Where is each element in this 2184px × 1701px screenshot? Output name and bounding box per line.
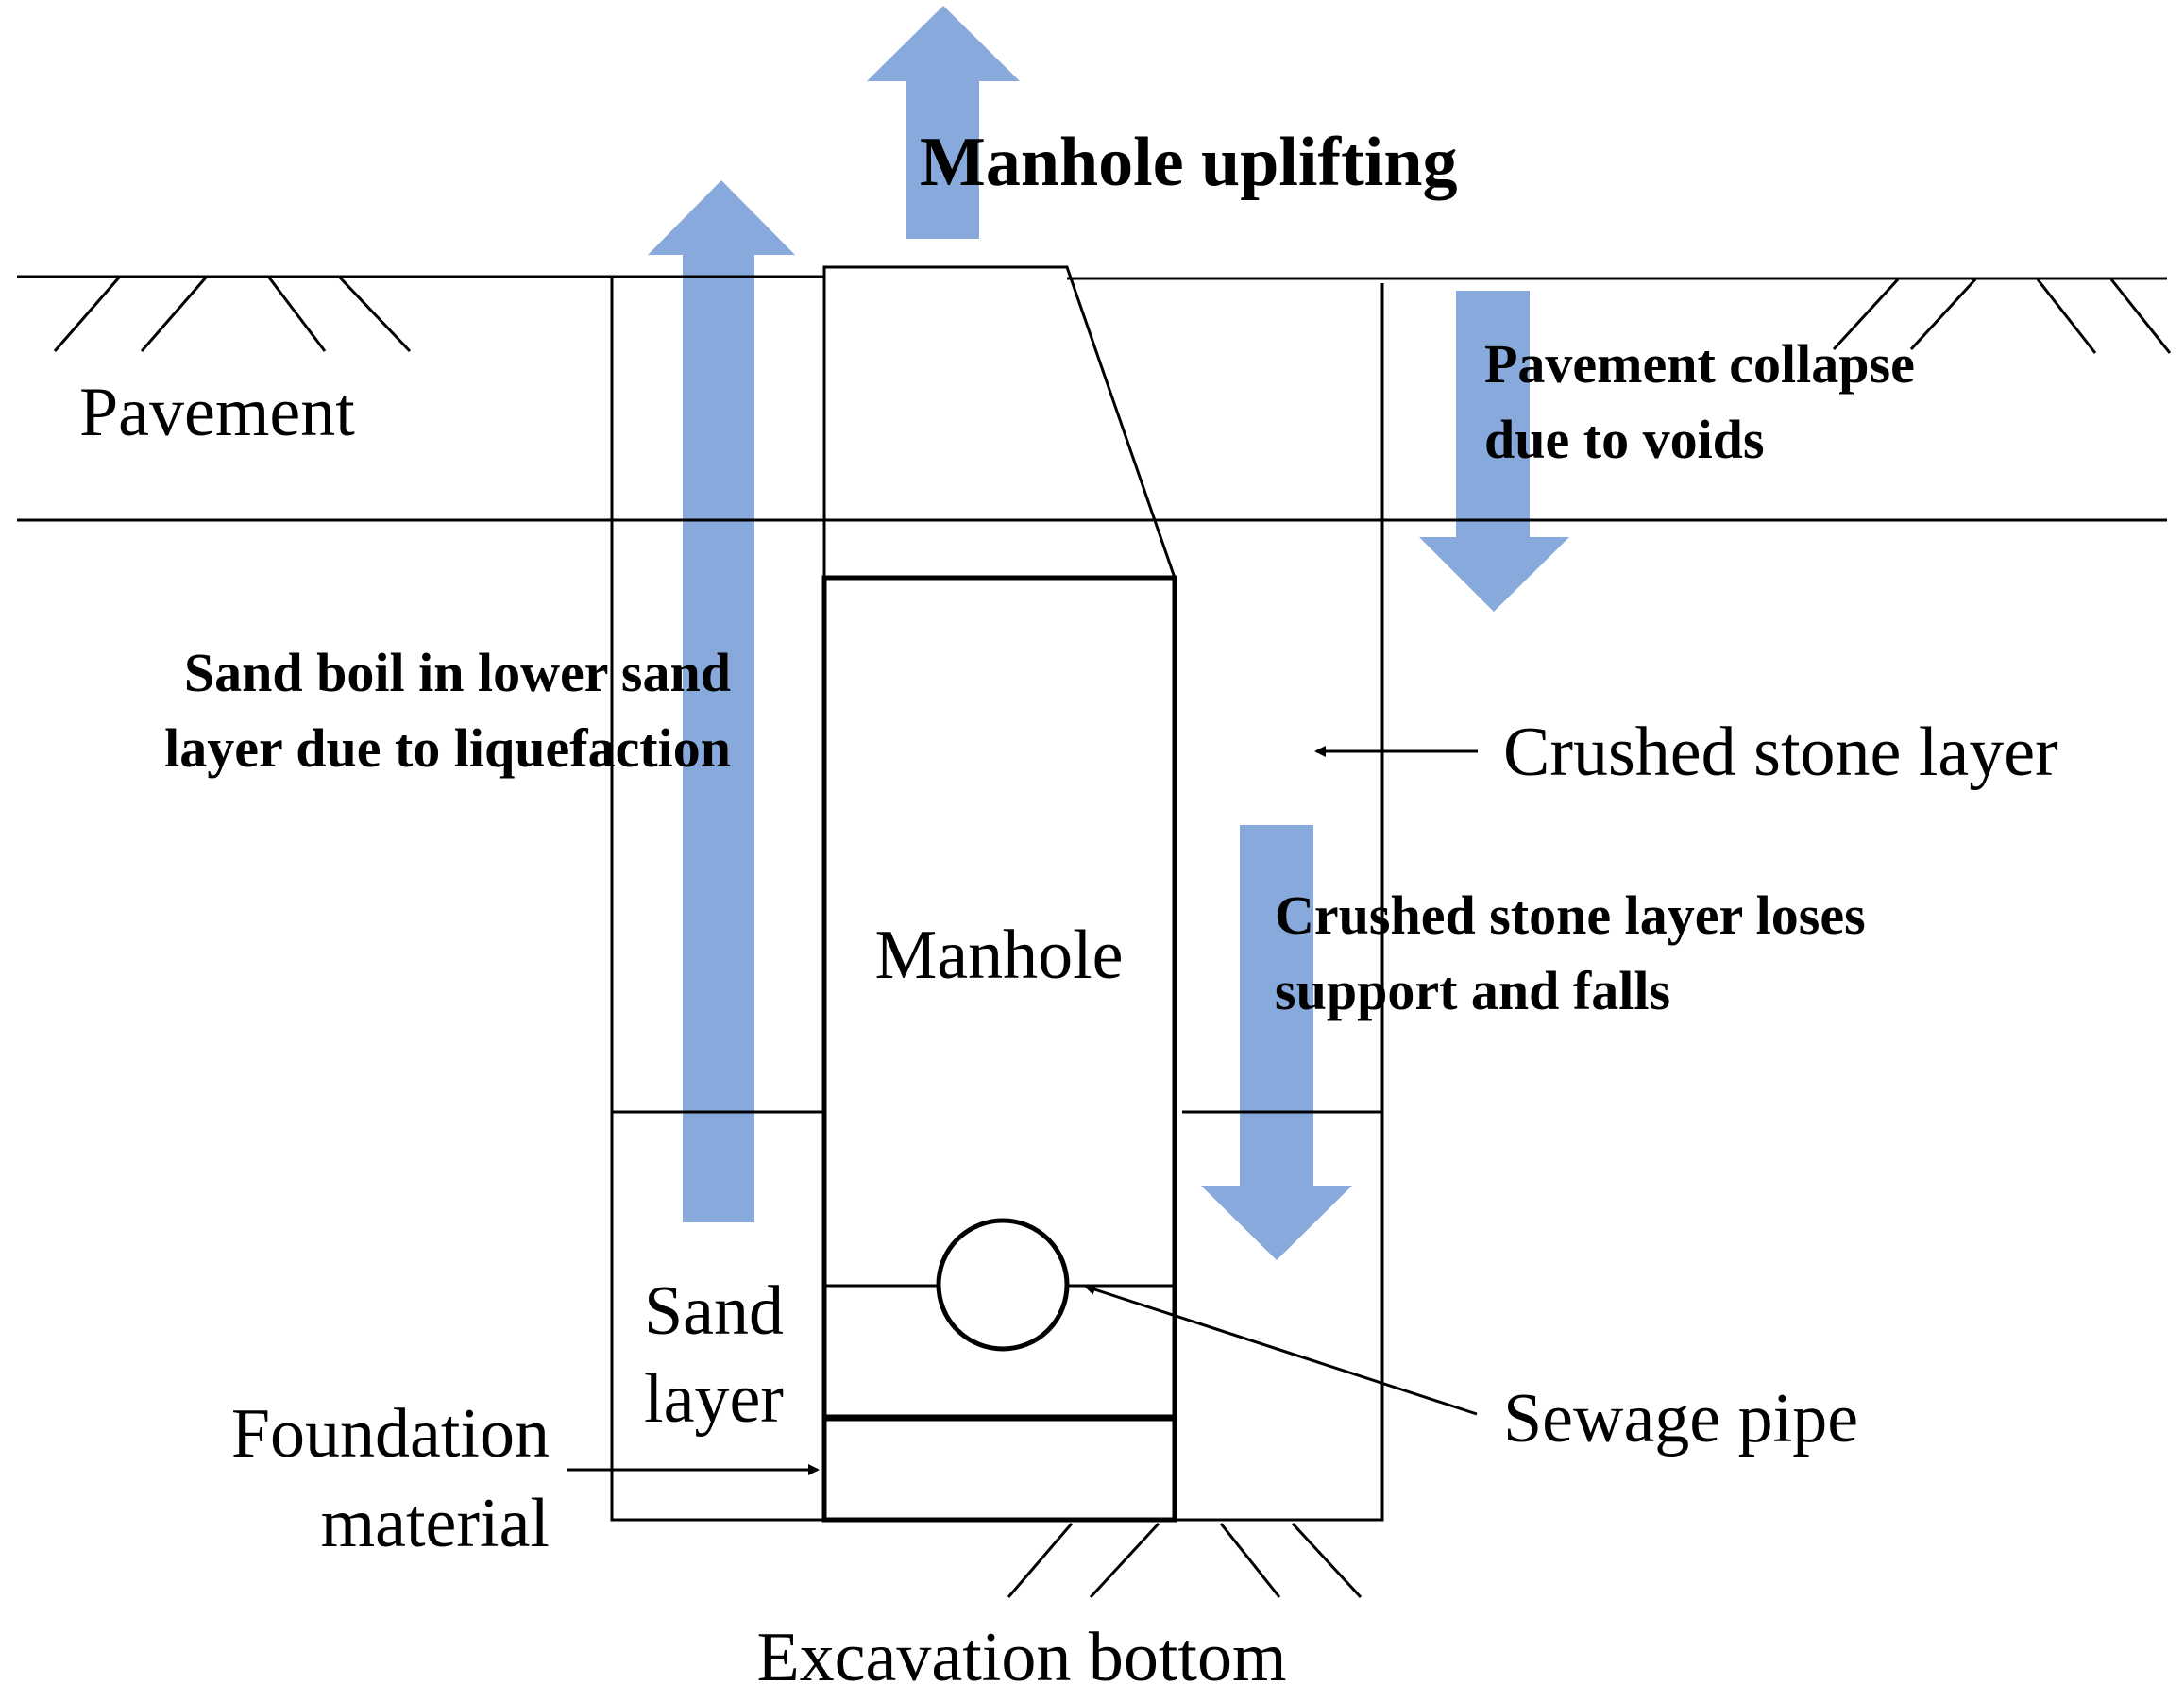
hatch-right-3 xyxy=(2036,278,2097,354)
manhole-label: Manhole xyxy=(874,917,1123,994)
hatch-right-1 xyxy=(1832,278,1900,351)
manhole-body xyxy=(821,575,1177,1523)
structure-lines xyxy=(17,265,2172,1599)
labels: Manhole uplifting Pavement Pavement coll… xyxy=(79,124,2058,1696)
manhole-uplift-arrow xyxy=(867,6,1020,239)
crushed-stone-loses-label-line1: Crushed stone layer loses xyxy=(1275,884,1866,946)
sand-boil-label-line2: layer due to liquefaction xyxy=(164,717,731,779)
pavement-collapse-arrow xyxy=(1419,291,1569,612)
sand-layer-label-line2: layer xyxy=(644,1360,784,1438)
hatch-left-1 xyxy=(53,277,121,352)
sand-boil-label-line1: Sand boil in lower sand xyxy=(184,642,731,703)
foundation-material-label-line1: Foundation xyxy=(231,1395,550,1473)
manhole-uplifting-label: Manhole uplifting xyxy=(920,124,1458,201)
pavement-collapse-label-line1: Pavement collapse xyxy=(1484,333,1915,395)
crushed-stone-layer-label: Crushed stone layer xyxy=(1503,714,2058,791)
hatch-left-4 xyxy=(338,276,412,353)
manhole-box xyxy=(821,575,1177,1523)
blue-arrows xyxy=(648,6,1569,1260)
pavement-label: Pavement xyxy=(79,374,355,451)
excavation-bottom-label: Excavation bottom xyxy=(756,1619,1286,1696)
hatch-bottom-2 xyxy=(1089,1522,1160,1599)
hatch-bottom-1 xyxy=(1007,1523,1074,1598)
hatch-left-3 xyxy=(267,277,327,352)
leader-arrows xyxy=(567,746,1478,1475)
manhole-neck xyxy=(822,265,1177,579)
crushed-stone-loses-label-line2: support and falls xyxy=(1275,960,1670,1021)
hatch-left-2 xyxy=(140,277,208,352)
hatch-right-4 xyxy=(2109,278,2172,354)
sewage-pipe-circle xyxy=(936,1218,1070,1352)
sand-boil-arrow xyxy=(648,180,795,1222)
sewage-pipe-label: Sewage pipe xyxy=(1503,1380,1858,1457)
foundation-material-label-line2: material xyxy=(321,1485,550,1562)
hatch-bottom-3 xyxy=(1219,1523,1281,1598)
crushed-stone-fall-arrow xyxy=(1201,825,1352,1260)
hatch-right-2 xyxy=(1909,278,1977,351)
sewage-pipe-pointer xyxy=(1084,1284,1478,1416)
hatch-bottom-4 xyxy=(1291,1522,1363,1599)
pavement-collapse-label-line2: due to voids xyxy=(1484,409,1765,470)
sand-layer-label-line1: Sand xyxy=(644,1272,784,1350)
